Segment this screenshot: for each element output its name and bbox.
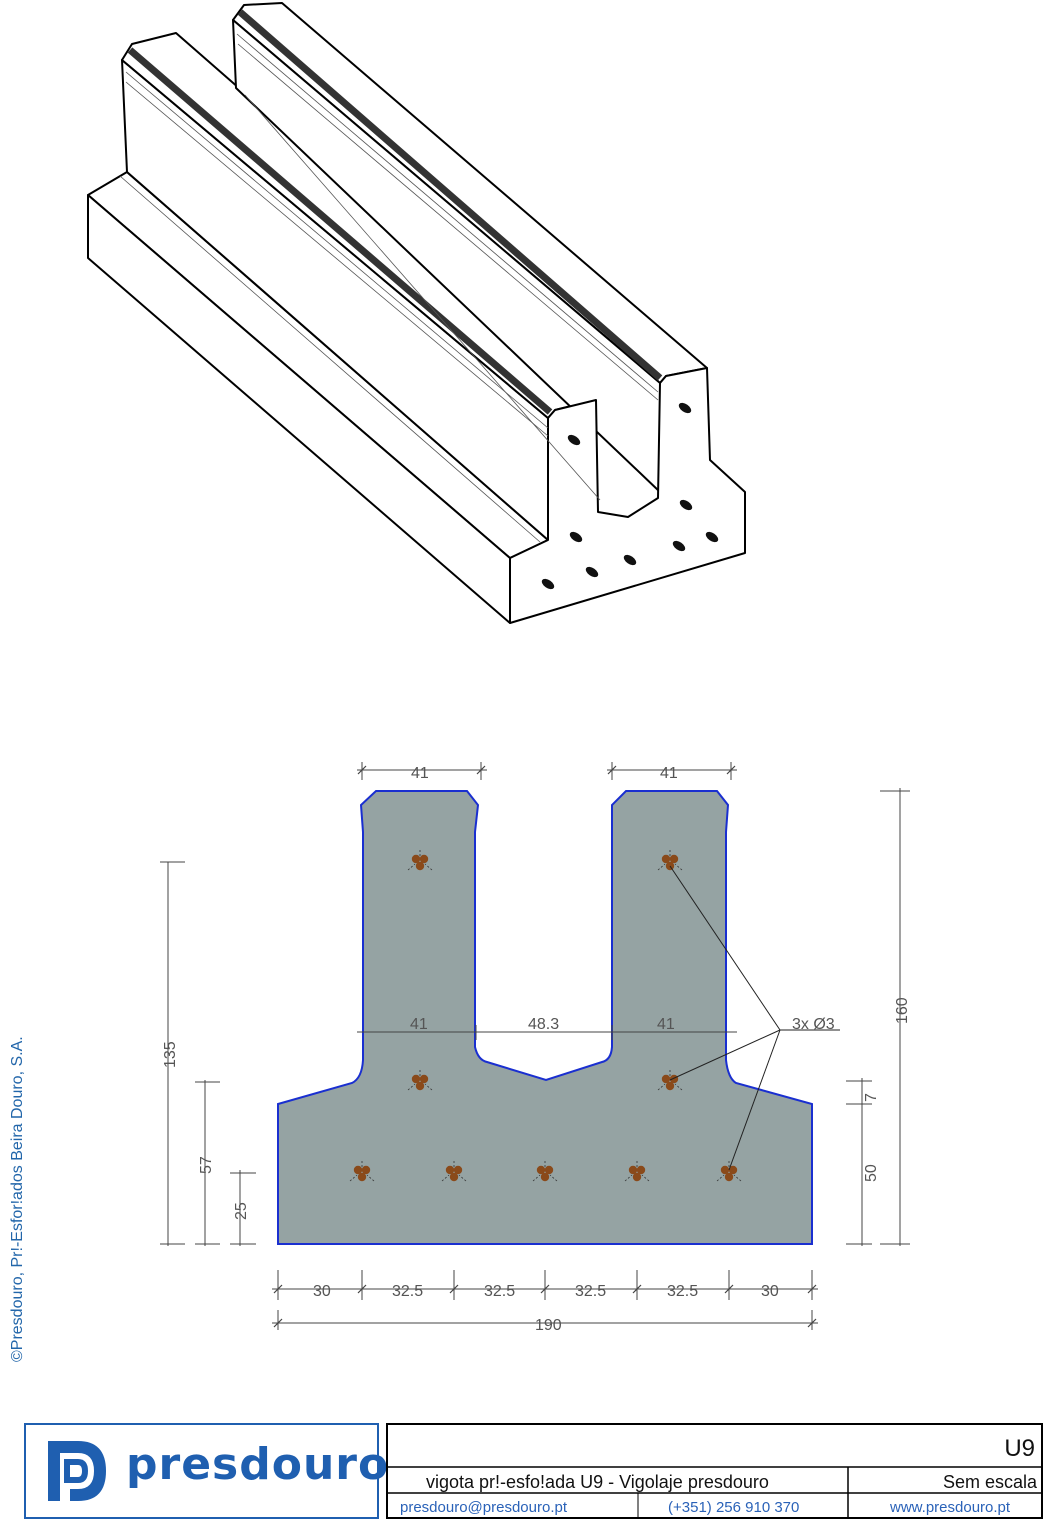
dim-bottom-30b: 30 — [761, 1283, 779, 1300]
strand-wire — [415, 1081, 425, 1091]
strand-wire — [665, 1081, 675, 1091]
strand-wire — [669, 854, 679, 864]
title-block-frame — [386, 1423, 1043, 1519]
strand-centerline — [441, 1161, 467, 1182]
strand-wire — [419, 1074, 429, 1084]
strand-9 — [716, 1161, 742, 1182]
left-web-top-stripe — [127, 47, 553, 415]
strand-wire — [536, 1165, 546, 1175]
copyright-text: ©Presdouro, Pr!-Esfor!ados Beira Douro, … — [9, 1036, 26, 1362]
strand-wire — [357, 1172, 367, 1182]
strand-wire — [728, 1165, 738, 1175]
strand-wire — [411, 1074, 421, 1084]
dim-bottom-325c: 32.5 — [575, 1283, 606, 1300]
strand-wire — [419, 854, 429, 864]
strand-wire — [415, 861, 425, 871]
strand-group — [349, 850, 742, 1182]
strand-wire — [544, 1165, 554, 1175]
drawing-code: U9 — [1004, 1435, 1035, 1462]
strand-1 — [407, 850, 433, 871]
strand-2 — [657, 850, 683, 871]
right-web-top-stripe — [237, 9, 663, 381]
strand-wire — [411, 854, 421, 864]
strand-wire — [449, 1172, 459, 1182]
strand-wire — [361, 1165, 371, 1175]
strand-centerline — [624, 1161, 650, 1182]
beam-end-face — [509, 367, 746, 624]
title-block: U9 vigota pr!-esfo!ada U9 - Vigolaje pre… — [386, 1423, 1043, 1519]
strand-centerline — [716, 1161, 742, 1182]
strand-wire — [661, 854, 671, 864]
strand-wire — [628, 1165, 638, 1175]
dim-bottom-30a: 30 — [313, 1283, 331, 1300]
strand-centerline — [407, 1070, 433, 1091]
dim-bottom-325d: 32.5 — [667, 1283, 698, 1300]
dim-height-7: 7 — [863, 1093, 880, 1102]
strand-leader-lines — [669, 865, 840, 1171]
strand-wire — [636, 1165, 646, 1175]
dim-total-width: 190 — [535, 1317, 562, 1334]
strand-centerline — [657, 850, 683, 871]
beam-cross-section — [277, 790, 813, 1245]
strand-centerline — [532, 1161, 558, 1182]
dim-bottom-325a: 32.5 — [392, 1283, 423, 1300]
strand-3 — [407, 1070, 433, 1091]
strand-8 — [624, 1161, 650, 1182]
dim-height-57: 57 — [198, 1156, 215, 1174]
pd-monogram-icon — [48, 1441, 106, 1501]
dim-mid-center: 48.3 — [528, 1016, 559, 1033]
strand-wire — [353, 1165, 363, 1175]
dim-height-25: 25 — [233, 1202, 250, 1220]
strand-wire — [724, 1172, 734, 1182]
isometric-beam-view — [87, 2, 746, 624]
dim-height-135: 135 — [162, 1041, 179, 1068]
dim-top-right: 41 — [660, 765, 678, 782]
dim-top-left: 41 — [411, 765, 429, 782]
strand-7 — [532, 1161, 558, 1182]
drawing-scale: Sem escala — [942, 1472, 1037, 1492]
isometric-strand-holes — [541, 402, 719, 590]
dim-mid-left: 41 — [410, 1016, 428, 1033]
strand-centerline — [657, 1070, 683, 1091]
strand-centerline — [349, 1161, 375, 1182]
dimension-lines — [160, 762, 910, 1330]
strand-wire — [661, 1074, 671, 1084]
strand-wire — [632, 1172, 642, 1182]
strand-5 — [349, 1161, 375, 1182]
email-link[interactable]: presdouro@presdouro.pt — [400, 1499, 567, 1516]
logo-text: presdouro — [126, 1439, 390, 1490]
drawing-description: vigota pr!-esfo!ada U9 - Vigolaje presdo… — [426, 1472, 769, 1492]
phone-link[interactable]: (+351) 256 910 370 — [668, 1499, 800, 1516]
dim-mid-right: 41 — [657, 1016, 675, 1033]
strand-label: 3x Ø3 — [792, 1016, 835, 1033]
strand-centerline — [407, 850, 433, 871]
dim-height-50: 50 — [863, 1164, 880, 1182]
website-link[interactable]: www.presdouro.pt — [890, 1499, 1011, 1516]
dim-bottom-325b: 32.5 — [484, 1283, 515, 1300]
strand-wire — [445, 1165, 455, 1175]
strand-wire — [453, 1165, 463, 1175]
dim-height-160: 160 — [894, 997, 911, 1024]
logo-box: presdouro — [24, 1423, 388, 1519]
strand-wire — [720, 1165, 730, 1175]
strand-6 — [441, 1161, 467, 1182]
strand-wire — [540, 1172, 550, 1182]
